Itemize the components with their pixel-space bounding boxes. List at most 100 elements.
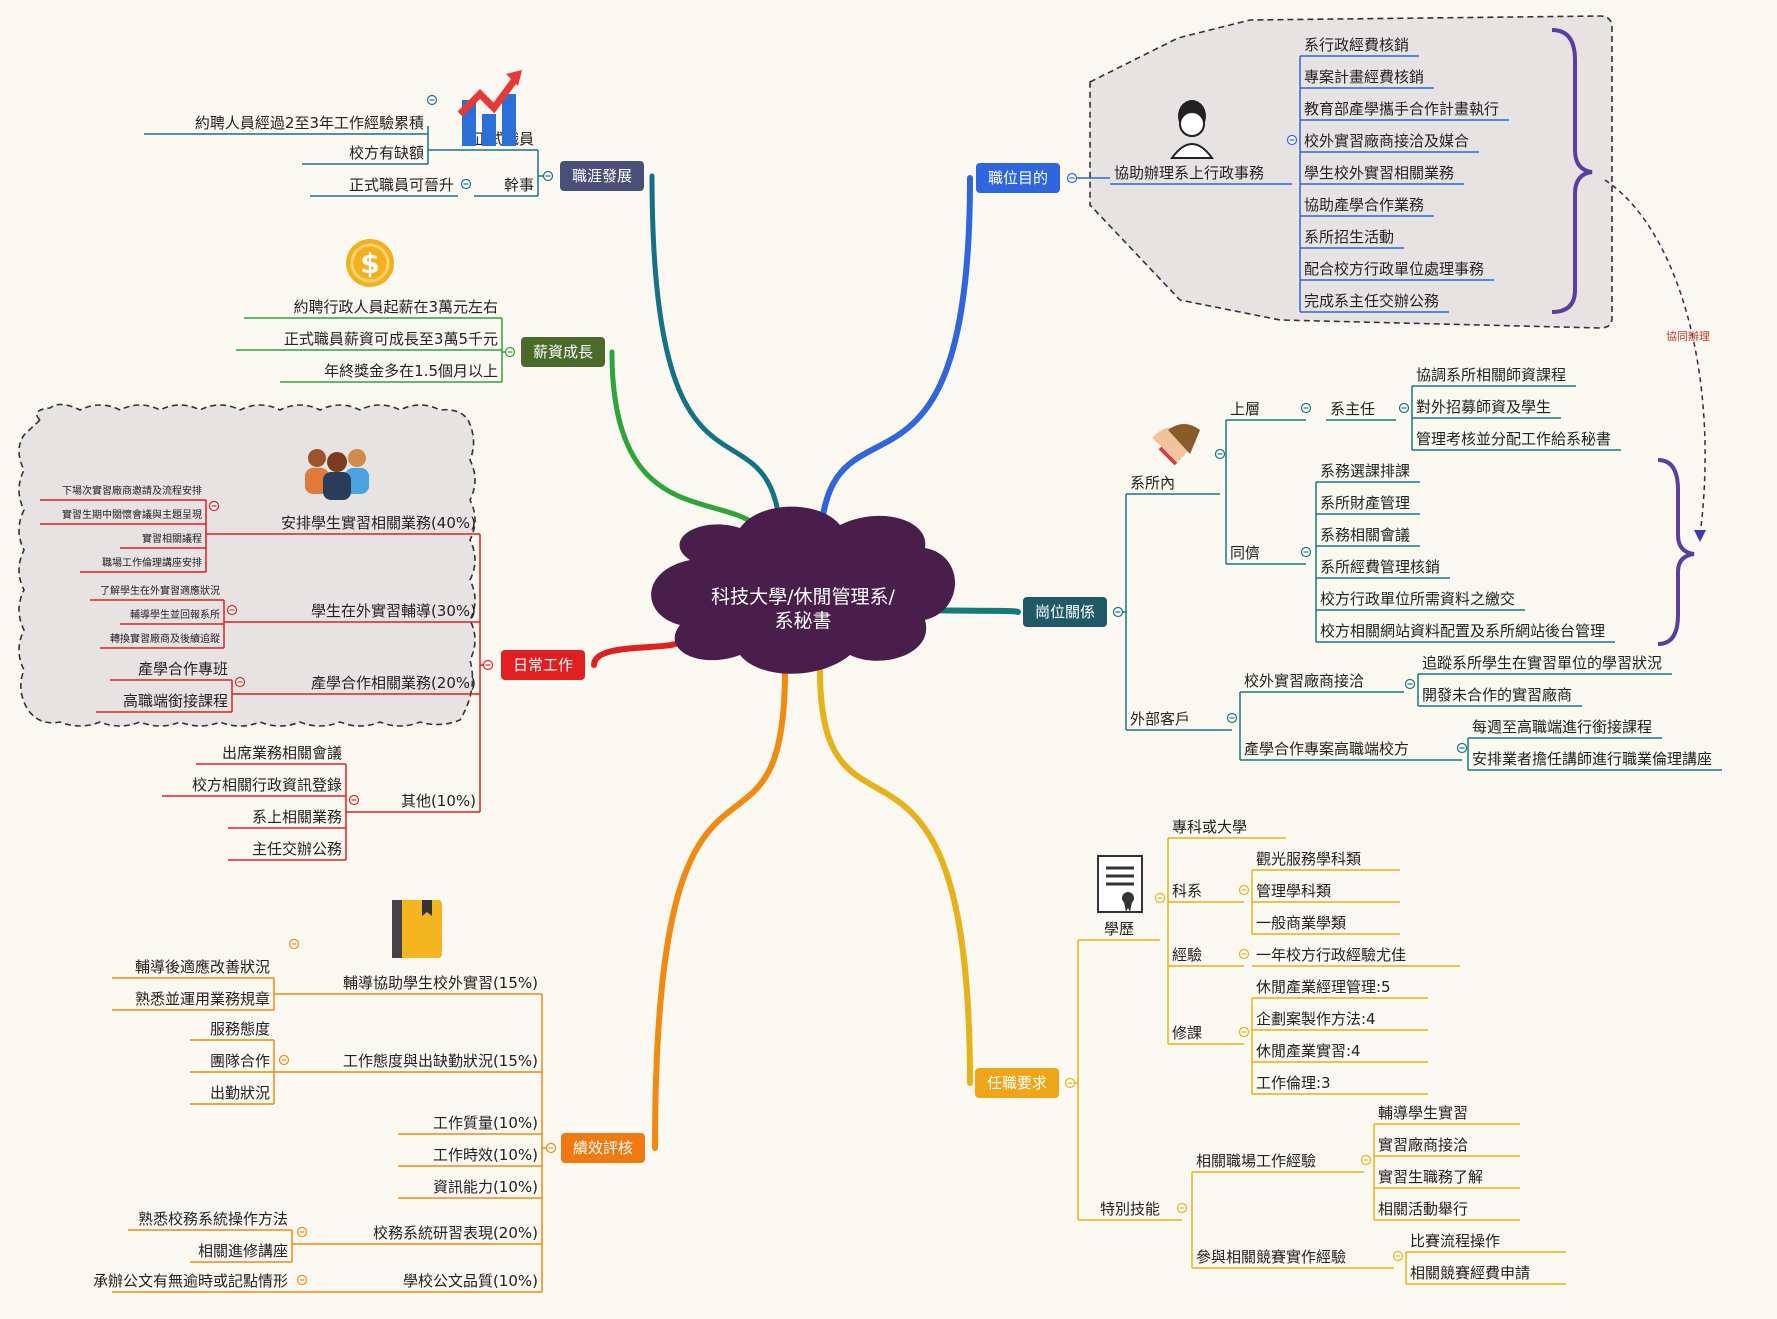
topic-vendor[interactable]: 校外實習廠商接洽 (1240, 672, 1404, 693)
topic-inner[interactable]: 系所內 (1126, 474, 1220, 495)
topic-degree[interactable]: 專科或大學 (1168, 818, 1286, 839)
topic-daily-3-2[interactable]: 系上相關業務 (228, 808, 346, 829)
topic-external[interactable]: 外部客戶 (1126, 710, 1232, 731)
topic-job-3[interactable]: 相關活動舉行 (1374, 1200, 1520, 1221)
topic-job-2[interactable]: 實習生職務了解 (1374, 1168, 1520, 1189)
topic-hs-0[interactable]: 每週至高職端進行銜接課程 (1468, 718, 1662, 739)
topic-purpose-7[interactable]: 配合校方行政單位處理事務 (1300, 260, 1494, 281)
topic-director-0[interactable]: 協調系所相關師資課程 (1412, 366, 1576, 387)
topic-edu[interactable]: 學歷 (1078, 920, 1160, 941)
topic-exp[interactable]: 經驗 (1168, 946, 1244, 967)
topic-peer-5[interactable]: 校方相關網站資料配置及系所網站後台管理 (1316, 622, 1615, 643)
topic-course-3[interactable]: 工作倫理:3 (1252, 1074, 1428, 1095)
topic-comp-1[interactable]: 相關競賽經費申請 (1406, 1264, 1566, 1285)
topic-purpose-8[interactable]: 完成系主任交辦公務 (1300, 292, 1449, 313)
branch-relation[interactable]: 崗位關係 (1023, 597, 1107, 627)
topic-skill[interactable]: 特別技能 (1078, 1200, 1182, 1221)
topic-purpose-2[interactable]: 教育部產學攜手合作計畫執行 (1300, 100, 1509, 121)
topic-daily-3[interactable]: 其他(10%) (380, 792, 480, 813)
topic-eval-2[interactable]: 工作質量(10%) (398, 1114, 542, 1135)
topic-job-1[interactable]: 實習廠商接洽 (1374, 1136, 1520, 1157)
topic-career-vacancy[interactable]: 校方有缺額 (302, 144, 428, 165)
topic-daily-0[interactable]: 安排學生實習相關業務(40%) (232, 514, 480, 535)
topic-dept-2[interactable]: 一般商業學類 (1252, 914, 1400, 935)
topic-eval-3[interactable]: 工作時效(10%) (398, 1146, 542, 1167)
topic-purpose-node[interactable]: 協助辦理系上行政事務 (1110, 164, 1292, 185)
topic-daily-1-2[interactable]: 轉換實習廠商及後續追蹤 (100, 632, 224, 649)
topic-salary-2[interactable]: 年終獎金多在1.5個月以上 (280, 362, 502, 383)
topic-vendor-0[interactable]: 追蹤系所學生在實習單位的學習狀況 (1418, 654, 1672, 675)
branch-purpose[interactable]: 職位目的 (976, 163, 1060, 193)
topic-purpose-1[interactable]: 專案計畫經費核銷 (1300, 68, 1434, 89)
branch-eval[interactable]: 績效評核 (561, 1133, 645, 1163)
topic-daily-1-0[interactable]: 了解學生在外實習適應狀況 (90, 584, 224, 601)
topic-peer-0[interactable]: 系務選課排課 (1316, 462, 1420, 483)
topic-daily-0-0[interactable]: 下場次實習廠商邀請及流程安排 (40, 484, 206, 501)
topic-job-0[interactable]: 輔導學生實習 (1374, 1104, 1520, 1125)
topic-dept[interactable]: 科系 (1168, 882, 1244, 903)
topic-daily-0-2[interactable]: 實習相關議程 (120, 532, 206, 549)
topic-vendor-1[interactable]: 開發未合作的實習廠商 (1418, 686, 1582, 707)
topic-eval-1-2[interactable]: 出勤狀況 (190, 1084, 274, 1105)
topic-daily-1[interactable]: 學生在外實習輔導(30%) (262, 602, 480, 623)
topic-course[interactable]: 修課 (1168, 1024, 1244, 1045)
topic-eval-5[interactable]: 校務系統研習表現(20%) (306, 1224, 542, 1245)
topic-purpose-6[interactable]: 系所招生活動 (1300, 228, 1404, 249)
branch-salary[interactable]: 薪資成長 (521, 337, 605, 367)
topic-purpose-4[interactable]: 學生校外實習相關業務 (1300, 164, 1464, 185)
topic-eval-0-0[interactable]: 輔導後適應改善狀況 (112, 958, 274, 979)
topic-daily-0-3[interactable]: 職場工作倫理講座安排 (80, 556, 206, 573)
topic-salary-1[interactable]: 正式職員薪資可成長至3萬5千元 (236, 330, 502, 351)
topic-daily-2-0[interactable]: 產學合作專班 (110, 660, 232, 681)
topic-hs-1[interactable]: 安排業者擔任講師進行職業倫理講座 (1468, 750, 1722, 771)
branch-require[interactable]: 任職要求 (975, 1068, 1059, 1098)
central-topic[interactable]: 科技大學/休閒管理系/ 系秘書 (651, 506, 955, 674)
topic-peer-3[interactable]: 系所經費管理核銷 (1316, 558, 1450, 579)
topic-daily-2[interactable]: 產學合作相關業務(20%) (262, 674, 480, 695)
topic-daily-3-3[interactable]: 主任交辦公務 (228, 840, 346, 861)
topic-hs[interactable]: 產學合作專案高職端校方 (1240, 740, 1462, 761)
topic-eval-6[interactable]: 學校公文品質(10%) (306, 1272, 542, 1293)
topic-hs-0-label: 每週至高職端進行銜接課程 (1472, 718, 1652, 736)
topic-director-2[interactable]: 管理考核並分配工作給系秘書 (1412, 430, 1621, 451)
topic-eval-5-1[interactable]: 相關進修講座 (190, 1242, 292, 1263)
topic-purpose-3[interactable]: 校外實習廠商接洽及媒合 (1300, 132, 1479, 153)
topic-dept-1[interactable]: 管理學科類 (1252, 882, 1400, 903)
branch-career[interactable]: 職涯發展 (560, 161, 644, 191)
topic-eval-1-1[interactable]: 團隊合作 (190, 1052, 274, 1073)
topic-dept-0[interactable]: 觀光服務學科類 (1252, 850, 1400, 871)
topic-daily-3-1[interactable]: 校方相關行政資訊登錄 (162, 776, 346, 797)
topic-job[interactable]: 相關職場工作經驗 (1192, 1152, 1364, 1173)
topic-daily-0-1[interactable]: 實習生期中關懷會議與主題呈現 (40, 508, 206, 525)
topic-peer-1[interactable]: 系所財產管理 (1316, 494, 1420, 515)
topic-peer-4[interactable]: 校方行政單位所需資料之繳交 (1316, 590, 1525, 611)
topic-director-1[interactable]: 對外招募師資及學生 (1412, 398, 1561, 419)
topic-career-exp[interactable]: 約聘人員經過2至3年工作經驗累積 (144, 114, 428, 135)
topic-purpose-5[interactable]: 協助產學合作業務 (1300, 196, 1434, 217)
topic-daily-2-1[interactable]: 高職端銜接課程 (96, 692, 232, 713)
topic-eval-0-1[interactable]: 熟悉並運用業務規章 (112, 990, 274, 1011)
topic-peer[interactable]: 同儕 (1226, 544, 1306, 565)
topic-ganshi[interactable]: 幹事 (474, 176, 538, 197)
topic-peer-2[interactable]: 系務相關會議 (1316, 526, 1420, 547)
topic-eval-6-0[interactable]: 承辦公文有無逾時或記點情形 (93, 1272, 292, 1293)
topic-purpose-0[interactable]: 系行政經費核銷 (1300, 36, 1419, 57)
topic-daily-1-1[interactable]: 輔導學生並回報系所 (120, 608, 224, 625)
topic-eval-0[interactable]: 輔導協助學生校外實習(15%) (288, 974, 542, 995)
topic-upper[interactable]: 上層 (1226, 400, 1306, 421)
topic-course-1[interactable]: 企劃案製作方法:4 (1252, 1010, 1428, 1031)
topic-daily-3-0[interactable]: 出席業務相關會議 (196, 744, 346, 765)
topic-eval-1-0[interactable]: 服務態度 (190, 1020, 274, 1041)
topic-comp-0[interactable]: 比賽流程操作 (1406, 1232, 1566, 1253)
topic-eval-5-0[interactable]: 熟悉校務系統操作方法 (128, 1210, 292, 1231)
branch-daily[interactable]: 日常工作 (501, 650, 585, 680)
topic-salary-0[interactable]: 約聘行政人員起薪在3萬元左右 (244, 298, 502, 319)
topic-eval-1[interactable]: 工作態度與出缺勤狀況(15%) (288, 1052, 542, 1073)
topic-course-0[interactable]: 休閒產業經理管理:5 (1252, 978, 1428, 999)
topic-comp[interactable]: 參與相關競賽實作經驗 (1192, 1248, 1394, 1269)
topic-director[interactable]: 系主任 (1326, 400, 1396, 421)
topic-course-2[interactable]: 休閒產業實習:4 (1252, 1042, 1428, 1063)
topic-career-promote[interactable]: 正式職員可晉升 (310, 176, 458, 197)
topic-exp-0[interactable]: 一年校方行政經驗尤佳 (1252, 946, 1460, 967)
topic-eval-4[interactable]: 資訊能力(10%) (398, 1178, 542, 1199)
